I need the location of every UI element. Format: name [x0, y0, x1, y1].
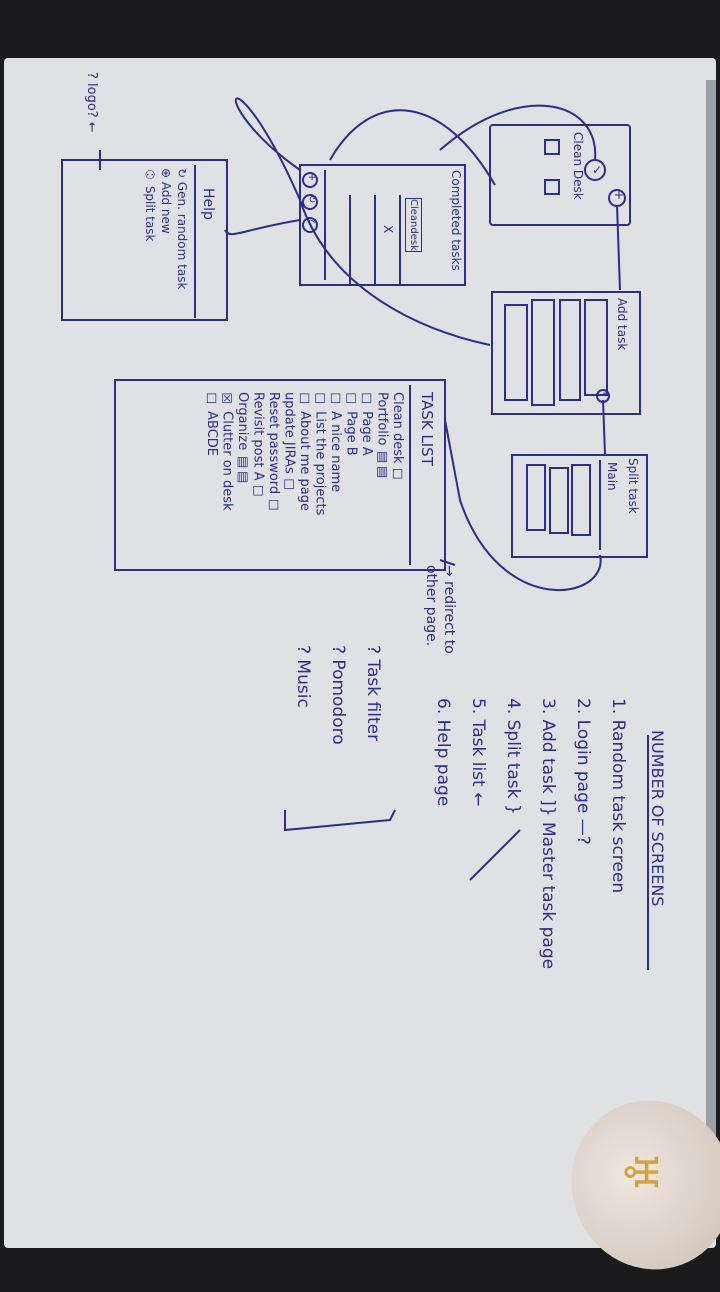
task-item: ☐ A nice name — [328, 392, 343, 493]
list-item: 5. Task list ← — [468, 698, 488, 807]
list-item: ? Task filter — [363, 645, 383, 742]
help-item: ↻ Gen. random task — [175, 168, 189, 290]
screens-list: 1. Random task screen 2. Login page —? 3… — [425, 698, 635, 969]
arrow-flow — [469, 829, 521, 881]
arrow-flow — [439, 559, 456, 566]
split-task-subtitle: Main — [605, 462, 619, 491]
completed-chip: Cleandesk — [405, 198, 422, 252]
task-item: ☐ List the projects — [312, 392, 328, 516]
list-item: 1. Random task screen — [608, 698, 628, 894]
clean-desk-title: Clean Desk — [571, 132, 585, 200]
task-list-title: TASK LIST — [418, 392, 436, 466]
bracket — [284, 809, 396, 832]
list-item: 6. Help page — [433, 698, 453, 807]
task-item: ☐ Page A — [359, 392, 374, 456]
plus-icon: + — [612, 190, 626, 201]
plus-circle-icon — [302, 172, 318, 188]
arrow-flow — [444, 419, 602, 591]
list-item: 2. Login page —? — [573, 698, 593, 845]
help-items: ↻ Gen. random task ⊕ Add new ⚇ Split tas… — [130, 168, 190, 289]
extras-list: ? Task filter ? Pomodoro ? Music — [285, 645, 390, 745]
help-title: Help — [200, 188, 216, 220]
help-item: ⊕ Add new — [159, 168, 173, 234]
task-item: Portfolio ▥▥ — [374, 392, 390, 480]
button-box — [544, 139, 560, 155]
completed-title: Completed tasks — [449, 170, 463, 271]
add-task-screen-box — [491, 291, 641, 415]
row-x: X — [381, 225, 395, 234]
list-item: ? Music — [293, 645, 313, 708]
button-box — [544, 179, 560, 195]
notebook-edge — [706, 80, 716, 1220]
add-task-title: Add task — [615, 298, 629, 351]
task-list-items: Clean desk ☐ Portfolio ▥▥ ☐ Page A ☐ Pag… — [204, 392, 405, 516]
task-item: Reset password ☐ — [266, 392, 281, 514]
add-button: + — [306, 173, 317, 182]
task-item: Revisit post A ☐ — [250, 392, 266, 500]
arrow-flow — [329, 109, 496, 186]
help-item: ⚇ Split task — [143, 168, 157, 242]
arrow-flow — [616, 204, 621, 291]
task-item: ☐ ABCDE — [204, 392, 219, 457]
plus-icon: + — [600, 389, 611, 398]
redirect-note: → redirect to other page. — [423, 565, 457, 654]
arrow-flow — [224, 219, 301, 236]
stone-symbol-icon: ♅ — [613, 1151, 668, 1193]
arrow-flow — [439, 104, 597, 161]
split-task-screen-box — [511, 454, 648, 558]
completed-screen-box — [299, 164, 466, 286]
check-icon: ✓ — [590, 163, 604, 177]
list-item: 4. Split task } — [503, 698, 523, 815]
refresh-circle-icon — [302, 194, 318, 210]
task-item: Organize ▥▥ — [235, 392, 250, 485]
help-circle-icon — [302, 217, 318, 233]
task-item: ☐ About me page — [297, 392, 312, 511]
arrow-flow — [234, 97, 491, 346]
refresh-button: ↻ — [306, 195, 317, 204]
task-item: ☐ Page B — [343, 392, 359, 456]
task-item: Clean desk ☐ — [390, 392, 405, 483]
list-item: 3. Add task ]} Master task page — [538, 698, 558, 970]
screens-title: NUMBER OF SCREENS — [648, 730, 667, 907]
notebook-page — [4, 58, 716, 1248]
arrow-flow — [602, 399, 606, 456]
task-list-screen-box — [114, 379, 446, 571]
help-button: ? — [306, 218, 317, 224]
help-screen-box — [61, 159, 228, 321]
task-item: update JIRAs ☐ — [281, 392, 297, 493]
logo-note: ? logo? ← — [84, 72, 99, 133]
split-task-title: Split task — [626, 458, 640, 514]
task-item: ☒ Clutter on desk — [219, 392, 235, 511]
list-item: ? Pomodoro — [328, 645, 348, 745]
